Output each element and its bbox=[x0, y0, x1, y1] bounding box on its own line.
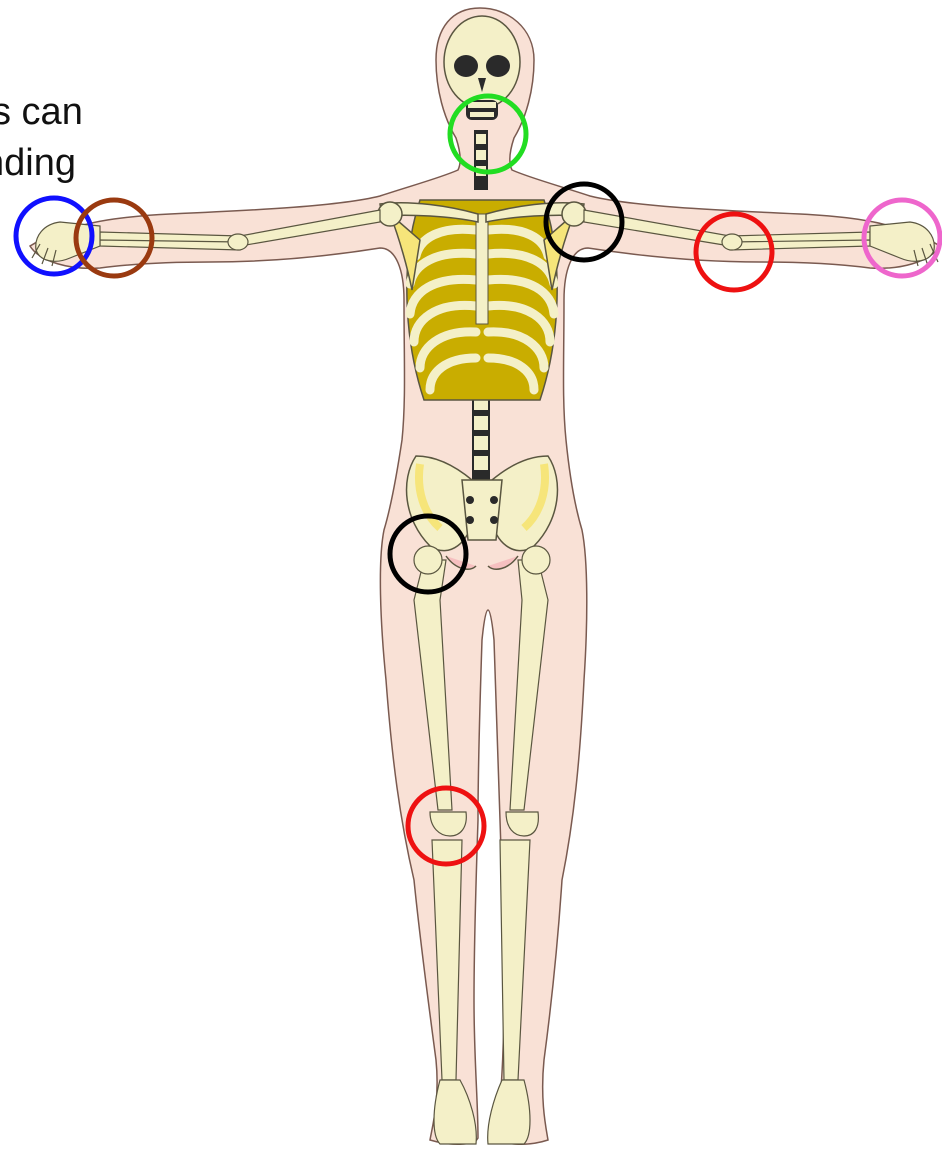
feet bbox=[434, 1080, 530, 1144]
ribcage bbox=[407, 200, 557, 400]
caption-line-1: s can bbox=[0, 90, 83, 134]
